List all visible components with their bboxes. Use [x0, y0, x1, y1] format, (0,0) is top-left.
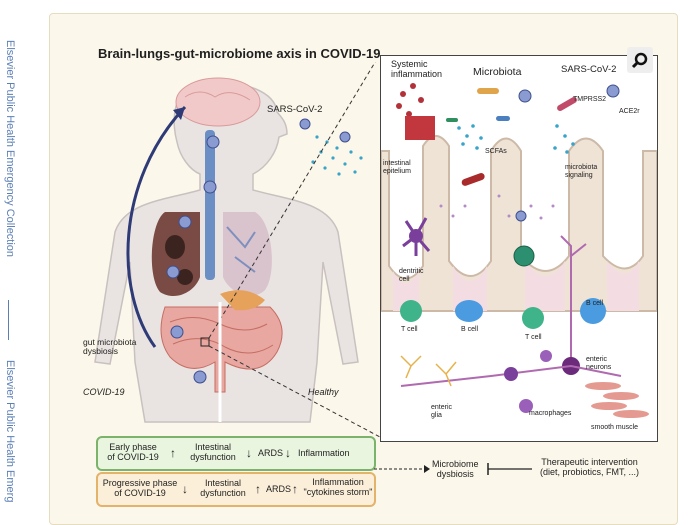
enteric-glia	[400, 355, 422, 379]
bacterium-icon	[477, 88, 499, 94]
macrophage	[540, 350, 552, 362]
progressive-ards: ARDS	[266, 484, 292, 494]
progressive-inflammation: Inflammation "cytokines storm"	[303, 477, 373, 498]
zoom-line-bottom	[208, 345, 381, 438]
b-cell-label-1: B cell	[461, 326, 479, 333]
progressive-intestinal-dysfunction: Intestinal dysfunction	[200, 478, 246, 499]
brain-fold	[184, 91, 251, 101]
t-cell-label-2: T cell	[525, 334, 542, 341]
neuron-axon	[560, 235, 587, 361]
down-arrow-icon: ↓	[246, 446, 252, 460]
t-cell-1	[400, 300, 422, 322]
virus-icon	[166, 265, 180, 279]
virus-icon	[339, 131, 351, 143]
bacterium-icon	[557, 97, 577, 112]
early-phase-label: Early phase of COVID-19	[107, 442, 159, 463]
virus-icon	[606, 84, 620, 98]
b-cell-label-2: B cell	[586, 300, 604, 307]
bronchi	[226, 226, 256, 273]
gut-brain-arrowhead	[173, 107, 185, 120]
zoom-box	[200, 337, 210, 347]
progressive-phase-label: Progressive phase of COVID-19	[102, 478, 178, 499]
trachea	[205, 130, 215, 280]
virus-icon	[518, 89, 532, 103]
antigen-cell	[513, 245, 535, 267]
early-intestinal-dysfunction: Intestinal dysfunction	[190, 442, 236, 463]
sars-cov2-label-inset: SARS-CoV-2	[561, 64, 617, 75]
early-inflammation: Inflammation	[298, 448, 350, 458]
gut-dysbiosis-label: gut microbiota dysbiosis	[83, 337, 137, 357]
outcome-connectors	[374, 463, 532, 475]
down-arrow-icon: ↓	[182, 482, 188, 496]
neural-plexus	[400, 364, 622, 387]
lung-lesion-2	[177, 269, 193, 285]
virus-icon	[193, 370, 207, 384]
virus-icon	[515, 210, 527, 222]
gut-detail-illustration	[380, 83, 658, 418]
crypts	[393, 261, 639, 311]
b-cell-1	[455, 300, 483, 322]
dendritic-cell-processes	[402, 217, 431, 256]
up-arrow-icon: ↑	[170, 446, 176, 460]
down-arrow-icon: ↓	[285, 446, 291, 460]
enteric-neurons-label: enteric neurons	[586, 356, 612, 371]
collection-label-top[interactable]: Elsevier Public Health Emergency Collect…	[4, 40, 16, 258]
intestinal-epitelium-label: intestinal epitelium	[383, 160, 412, 175]
smooth-muscle-label: smooth muscle	[591, 424, 639, 431]
bacterium-icon	[446, 118, 458, 122]
early-phase-box: Early phase of COVID-19 ↑ Intestinal dys…	[96, 436, 376, 471]
progressive-phase-box: Progressive phase of COVID-19 ↓ Intestin…	[96, 472, 376, 507]
stomach	[220, 290, 265, 311]
virus-icon	[206, 135, 220, 149]
bacterium-icon	[461, 173, 485, 186]
macrophage	[519, 399, 533, 413]
enteric-glia	[435, 361, 457, 387]
microbiome-dysbiosis: Microbiome dysbiosis	[432, 459, 479, 479]
t-cell-2	[522, 307, 544, 329]
right-lung	[223, 212, 272, 296]
magnifier-icon	[631, 52, 648, 69]
virus-icon	[178, 215, 192, 229]
sars-cov2-label-left: SARS-CoV-2	[267, 104, 323, 115]
dashed-arrowhead	[424, 465, 430, 473]
early-ards: ARDS	[258, 448, 284, 458]
virus-icon	[203, 180, 217, 194]
zoom-button[interactable]	[627, 47, 653, 73]
systemic-inflammation-label: Systemic inflammation	[391, 59, 443, 79]
villi	[380, 135, 658, 312]
enteric-glia-label: enteric glia	[431, 404, 453, 419]
b-cell-2	[580, 298, 606, 324]
receptor-complex	[405, 116, 435, 140]
scfas-label: SCFAs	[485, 148, 507, 155]
dendritic-cell-label: dentritic cell	[399, 268, 424, 283]
t-cell-label-1: T cell	[401, 326, 418, 333]
intestines	[160, 306, 283, 393]
collection-label-bottom[interactable]: Elsevier Public Health Emerg	[4, 360, 16, 503]
microbiota-signaling-label: microbiota signaling	[565, 164, 598, 179]
gut-brain-arrow	[126, 105, 187, 348]
sidebar-divider	[8, 300, 9, 340]
figure-title: Brain-lungs-gut-microbiome axis in COVID…	[98, 46, 381, 61]
therapeutic-intervention: Therapeutic intervention (diet, probioti…	[540, 457, 640, 477]
lung-lesion-1	[165, 235, 185, 259]
macrophages-label: macrophages	[529, 410, 572, 417]
ace2r-label: ACE2r	[619, 108, 640, 115]
tmprss2-label: TMPRSS2	[573, 96, 607, 103]
up-arrow-icon: ↑	[255, 482, 261, 496]
covid19-label: COVID-19	[83, 387, 125, 397]
up-arrow-icon: ↑	[292, 482, 298, 496]
bacterium-icon	[496, 116, 510, 121]
dendritic-cell	[409, 229, 423, 243]
enteric-neuron	[504, 367, 518, 381]
gut-detail-inset: Systemic inflammation Microbiota SARS-Co…	[380, 55, 658, 442]
microbiota-label: Microbiota	[473, 66, 522, 78]
brain	[175, 77, 261, 127]
zoom-line-top	[208, 62, 376, 339]
virus-icon	[299, 118, 311, 130]
healthy-label: Healthy	[308, 387, 339, 397]
virus-icon	[170, 325, 184, 339]
body-illustration	[94, 62, 381, 438]
